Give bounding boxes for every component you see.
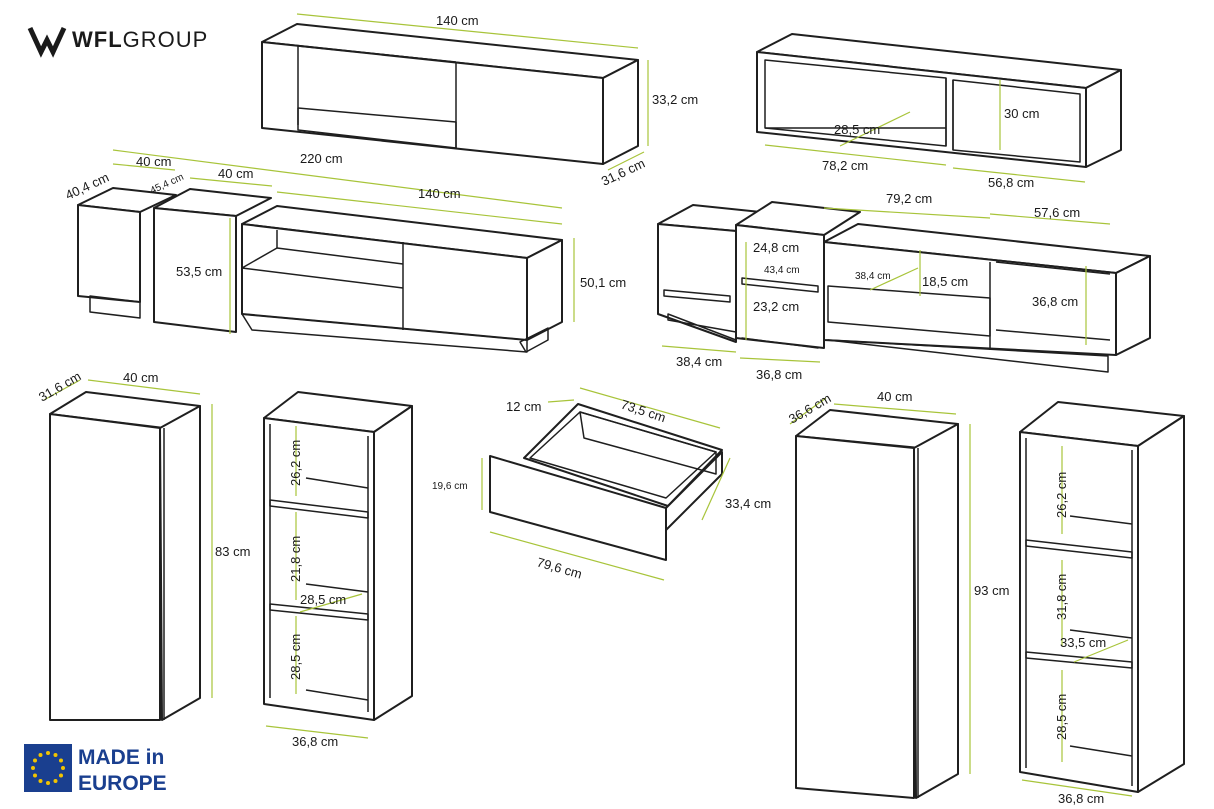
dim-shelf-small-h1: 26,2 cm [288,440,303,486]
dim-drawer-depth: 33,4 cm [725,496,771,511]
dim-tv-set-right-drawer-height: 18,5 cm [922,274,968,289]
wall-shelf-right: 28,5 cm 30 cm 78,2 cm 56,8 cm [756,33,1122,190]
dim-cabinet-tall-height: 93 cm [974,583,1009,598]
dim-shelf-small-width: 36,8 cm [292,734,338,749]
badge-line-2: EUROPE [78,772,167,795]
svg-text:WFLGROUP: WFLGROUP [72,27,208,52]
brand-name-bold: WFL [72,27,123,52]
dim-wall-shelf-left-height: 33,2 cm [652,92,698,107]
dim-wall-shelf-right-left-width: 78,2 cm [822,158,868,173]
dim-tv-set-right-depth-a: 43,4 cm [764,265,800,276]
dim-tv-set-right-width-c: 38,4 cm [676,354,722,369]
dim-wall-shelf-right-inner-height: 30 cm [1004,106,1039,121]
dim-drawer-front: 79,6 cm [535,554,584,581]
dim-tv-set-left-depth-b: 45,4 cm [149,172,186,197]
shelf-small: 26,2 cm 21,8 cm 28,5 cm 28,5 cm 36,8 cm [263,391,413,749]
dim-tv-set-left-total: 220 cm [300,151,343,166]
dim-shelf-tall-h1: 26,2 cm [1054,472,1069,518]
dim-tv-set-right-height-b: 23,2 cm [753,299,799,314]
dim-tv-set-right-width-d: 36,8 cm [756,367,802,382]
dim-shelf-tall-depth: 33,5 cm [1060,635,1106,650]
dim-drawer-side: 12 cm [506,399,541,414]
dim-tv-set-right-drawer-depth: 38,4 cm [855,271,891,282]
dim-tv-set-left-width-a: 40 cm [136,154,171,169]
brand-mark-icon [27,26,67,58]
dim-shelf-small-h2: 21,8 cm [288,536,303,582]
dim-tv-set-left-height-b: 53,5 cm [176,264,222,279]
dim-tv-set-right-width-a: 79,2 cm [886,191,932,206]
brand-logo: WFLGROUP [27,26,208,58]
dim-wall-shelf-right-right-width: 56,8 cm [988,175,1034,190]
drawer: 73,5 cm 12 cm 19,6 cm 33,4 cm 79,6 cm [432,387,771,582]
dim-shelf-tall-h3: 28,5 cm [1054,694,1069,740]
shelf-tall: 26,2 cm 31,8 cm 33,5 cm 28,5 cm 36,8 cm [1019,401,1185,806]
dim-wall-shelf-left-width: 140 cm [436,13,479,28]
dim-wall-shelf-right-inner-depth: 28,5 cm [834,122,880,137]
badge-line-1: MADE in [78,746,164,769]
dim-tv-set-left-height-c: 50,1 cm [580,275,626,290]
brand-name-light: GROUP [123,27,209,52]
dim-tv-set-right-height-c: 36,8 cm [1032,294,1078,309]
dim-drawer-height: 19,6 cm [432,481,468,492]
made-in-europe-badge: MADE in EUROPE [24,744,167,795]
dim-tv-set-left-width-b: 40 cm [218,166,253,181]
dim-shelf-tall-width: 36,8 cm [1058,791,1104,806]
dim-tv-set-left-width-c: 140 cm [418,186,461,201]
dim-shelf-small-depth: 28,5 cm [300,592,346,607]
dim-cabinet-tall-width: 40 cm [877,389,912,404]
dim-shelf-small-h3: 28,5 cm [288,634,303,680]
tv-set-left: 220 cm 40 cm 40,4 cm 45,4 cm 40 cm 140 c… [63,149,626,353]
wall-shelf-left: 140 cm 33,2 cm 31,6 cm [261,13,698,189]
eu-stars-icon [31,751,65,785]
dim-tv-set-right-height-a: 24,8 cm [753,240,799,255]
dim-tv-set-right-width-b: 57,6 cm [1034,205,1080,220]
cabinet-small: 31,6 cm 40 cm 83 cm [36,368,250,721]
tv-set-right: 79,2 cm 57,6 cm 24,8 cm 43,4 cm 23,2 cm … [657,191,1151,382]
cabinet-tall: 36,6 cm 40 cm 93 cm [786,389,1009,799]
dim-cabinet-small-height: 83 cm [215,544,250,559]
dim-cabinet-small-width: 40 cm [123,370,158,385]
dim-shelf-tall-h2: 31,8 cm [1054,574,1069,620]
